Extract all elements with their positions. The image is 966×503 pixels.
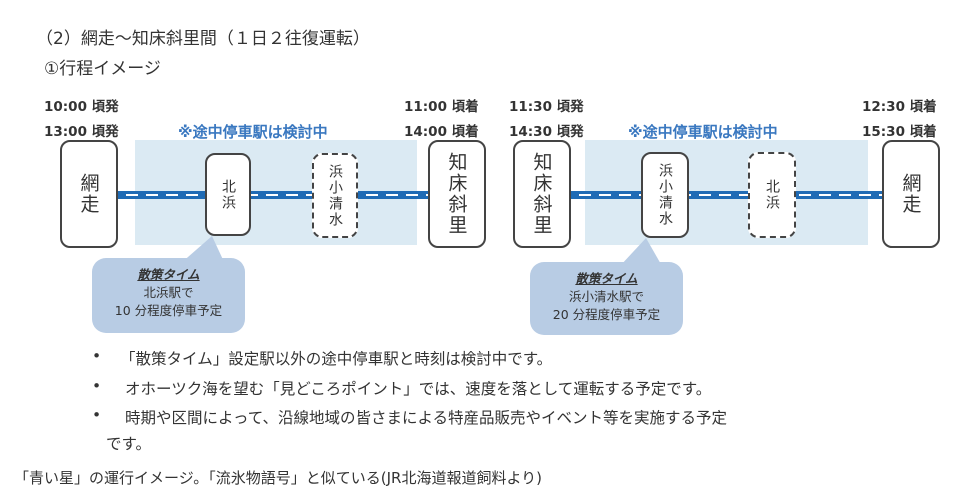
rail-line — [571, 191, 883, 199]
departure-time-1: 11:30 頃発 — [509, 99, 584, 115]
bullet-text: 時期や区間によって、沿線地域の皆さまによる特産品販売やイベント等を実施する予定 — [125, 409, 728, 427]
station-hamakoshimizu: 浜小清水 — [641, 152, 689, 238]
bubble-line: 20 分程度停車予定 — [552, 307, 661, 322]
image-caption: 「青い星」の運行イメージ。「流氷物語号」と似ている(JR北海道報道飼料より) — [14, 469, 543, 487]
rail-line — [118, 191, 430, 199]
bubble-title: 散策タイム — [137, 267, 200, 282]
stroll-time-bubble: 散策タイム 北浜駅で 10 分程度停車予定 — [92, 258, 245, 333]
departure-time-2: 14:30 頃発 — [509, 124, 584, 140]
arrival-time-1: 12:30 頃着 — [862, 99, 937, 115]
station-kitahama: 北浜 — [205, 153, 251, 236]
bullet-dot: • — [92, 377, 102, 395]
section-subtitle: ①行程イメージ — [44, 59, 161, 79]
bubble-line: 北浜駅で — [143, 285, 194, 300]
bullet-text: オホーツク海を望む「見どころポイント」では、速度を落として運転する予定です。 — [125, 380, 712, 398]
station-abashiri: 網走 — [60, 140, 118, 248]
bubble-title: 散策タイム — [575, 271, 638, 286]
station-shiretoko-shari: 知床斜里 — [513, 140, 571, 248]
bullet-text: 「散策タイム」設定駅以外の途中停車駅と時刻は検討中です。 — [120, 350, 553, 368]
station-shiretoko-shari: 知床斜里 — [428, 140, 486, 248]
arrival-time-1: 11:00 頃着 — [404, 99, 479, 115]
departure-time-1: 10:00 頃発 — [44, 99, 119, 115]
bubble-line: 浜小清水駅で — [568, 289, 644, 304]
bullet-dot: • — [92, 406, 102, 424]
station-abashiri: 網走 — [882, 140, 940, 248]
candidate-note: ※途中停車駅は検討中 — [178, 123, 328, 141]
arrival-time-2: 15:30 頃着 — [862, 124, 937, 140]
bullet-dot: • — [92, 347, 102, 365]
station-kitahama: 北浜 — [748, 152, 796, 238]
bubble-line: 10 分程度停車予定 — [114, 303, 223, 318]
bubble-pointer — [180, 236, 225, 264]
section-title: （2）網走～知床斜里間（１日２往復運転） — [36, 29, 370, 49]
bullet-text-continued: です。 — [106, 435, 151, 453]
bubble-pointer — [620, 238, 662, 266]
candidate-note: ※途中停車駅は検討中 — [628, 123, 778, 141]
station-hamakoshimizu: 浜小清水 — [312, 153, 358, 238]
stroll-time-bubble: 散策タイム 浜小清水駅で 20 分程度停車予定 — [530, 262, 683, 335]
departure-time-2: 13:00 頃発 — [44, 124, 119, 140]
arrival-time-2: 14:00 頃着 — [404, 124, 479, 140]
